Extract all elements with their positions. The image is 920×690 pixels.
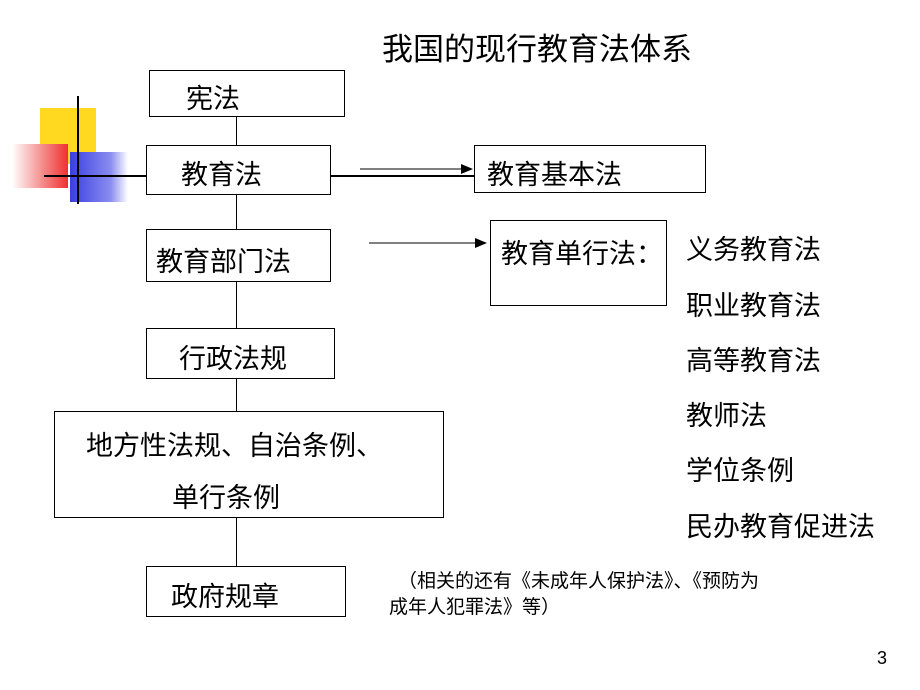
- single-law-box: 教育单行法：: [490, 220, 667, 306]
- basic-law-label: 教育基本法: [487, 160, 622, 191]
- single-law-item-degree-regulations: 学位条例: [686, 456, 794, 487]
- connector-line-4: [236, 378, 237, 412]
- decorative-horizontal-line: [44, 175, 644, 177]
- connector-line-1: [236, 116, 237, 146]
- government-rules-label: 政府规章: [171, 582, 279, 613]
- education-department-law-box: 教育部门法: [146, 229, 331, 282]
- local-regulations-label-line2: 单行条例: [172, 483, 280, 514]
- connector-line-2: [236, 194, 237, 230]
- local-regulations-box: 地方性法规、自治条例、 单行条例: [54, 411, 444, 518]
- education-law-box: 教育法: [146, 145, 331, 195]
- related-laws-note-line2: 成年人犯罪法》等）: [389, 596, 561, 618]
- single-law-item-vocational-education: 职业教育法: [686, 291, 821, 322]
- connector-line-3: [236, 281, 237, 329]
- decorative-blue-square: [70, 152, 128, 202]
- education-law-label: 教育法: [181, 160, 262, 191]
- related-laws-note: （相关的还有《未成年人保护法》、《预防为 成年人犯罪法》等）: [389, 568, 760, 620]
- government-rules-box: 政府规章: [146, 566, 346, 617]
- single-law-item-teachers-law: 教师法: [686, 401, 767, 432]
- connector-line-5: [236, 517, 237, 567]
- administrative-regulations-box: 行政法规: [146, 328, 335, 379]
- education-department-law-label: 教育部门法: [156, 247, 291, 278]
- decorative-vertical-line: [77, 96, 79, 204]
- basic-law-box: 教育基本法: [474, 145, 706, 193]
- single-law-item-private-education: 民办教育促进法: [686, 512, 875, 543]
- local-regulations-label-line1: 地方性法规、自治条例、: [86, 431, 383, 462]
- single-law-item-higher-education: 高等教育法: [686, 346, 821, 377]
- constitution-label: 宪法: [186, 84, 240, 115]
- single-law-item-compulsory-education: 义务教育法: [686, 235, 821, 266]
- decorative-red-square: [12, 144, 68, 188]
- constitution-box: 宪法: [149, 70, 345, 117]
- administrative-regulations-label: 行政法规: [179, 344, 287, 375]
- page-title: 我国的现行教育法体系: [382, 32, 692, 68]
- single-law-label: 教育单行法：: [501, 239, 663, 270]
- page-number: 3: [877, 648, 888, 668]
- related-laws-note-line1: （相关的还有《未成年人保护法》、《预防为: [398, 570, 760, 592]
